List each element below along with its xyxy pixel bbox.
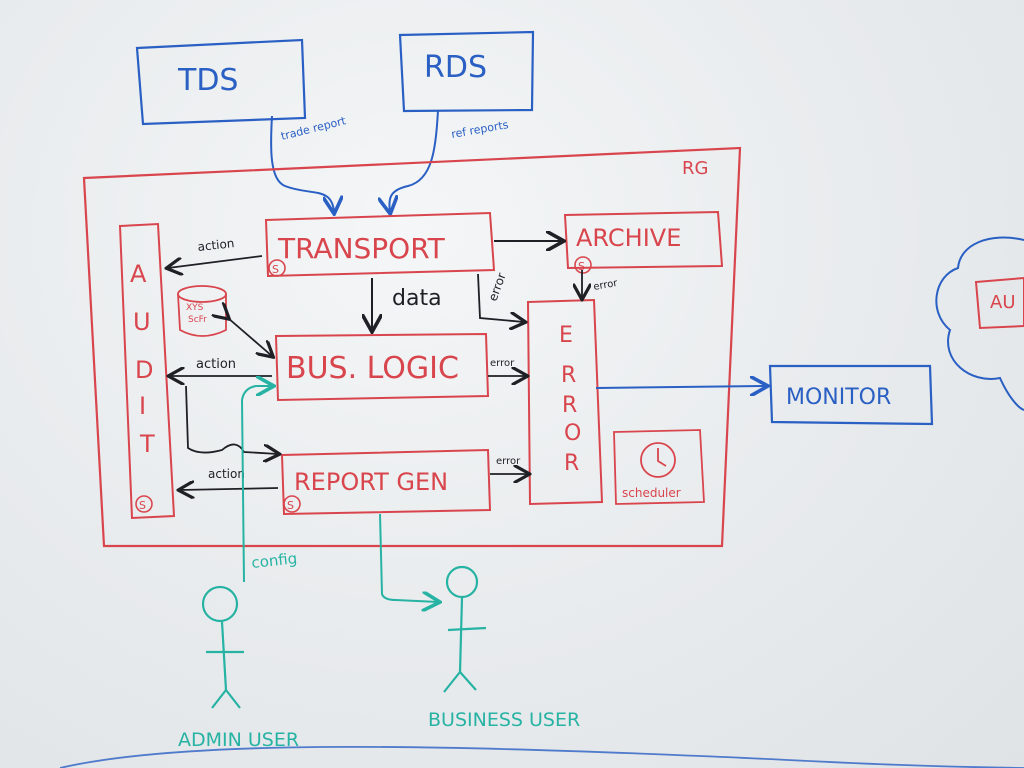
transport-to-audit-arrow	[168, 255, 263, 268]
transport-component: TRANSPORT S	[264, 211, 496, 278]
error-letter-2: R	[561, 363, 576, 388]
cloud-component-label: AU	[990, 292, 1016, 313]
audit-letter-2: U	[133, 308, 151, 336]
audit-letter-1: A	[130, 260, 147, 288]
transport-service-marker: S	[272, 263, 279, 276]
tds-node: TDS	[135, 38, 307, 126]
transport-error-label: error	[486, 271, 509, 303]
report-gen-service-marker: S	[287, 499, 294, 512]
database-label-line-2: ScFr	[188, 315, 207, 325]
archive-component: ARCHIVE S	[563, 210, 724, 274]
bottom-sketch-line	[59, 745, 1024, 768]
bus-logic-to-report-gen-arrow	[185, 385, 278, 454]
admin-user-label: ADMIN USER	[178, 729, 299, 751]
external-cloud: AU	[935, 236, 1024, 411]
bus-logic-error-label: error	[490, 358, 515, 369]
archive-service-marker: S	[578, 260, 585, 273]
rds-flow-label: ref reports	[450, 118, 509, 141]
business-user-figure	[443, 565, 487, 693]
error-letter-1: E	[559, 323, 573, 348]
admin-user-figure	[201, 585, 244, 709]
report-gen-label: REPORT GEN	[294, 468, 448, 496]
clock-icon	[640, 442, 676, 478]
audit-service-marker: S	[139, 499, 146, 512]
bus-logic-label: BUS. LOGIC	[286, 351, 459, 386]
tds-label: TDS	[177, 63, 238, 98]
transport-to-error-arrow	[477, 273, 524, 322]
audit-letter-3: D	[135, 356, 153, 384]
error-component: E R R O R	[526, 298, 604, 506]
admin-config-arrow	[240, 386, 272, 583]
monitor-label: MONITOR	[786, 385, 891, 410]
error-to-monitor-arrow	[595, 386, 766, 388]
monitor-node: MONITOR	[768, 364, 934, 426]
rds-node: RDS	[398, 30, 535, 113]
report-gen-error-label: error	[496, 456, 521, 467]
report-gen-action-label: action	[208, 467, 245, 481]
audit-letter-4: I	[139, 392, 146, 420]
rds-to-transport-arrow	[389, 109, 439, 212]
business-user-label: BUSINESS USER	[428, 709, 580, 731]
report-gen-to-audit-arrow	[180, 488, 279, 490]
system-corner-label: RG	[682, 158, 708, 179]
database-icon: XYS ScFr	[177, 285, 227, 337]
data-flow-label: data	[392, 286, 442, 311]
database-label-line-1: XYS	[186, 303, 204, 313]
system-boundary	[82, 146, 742, 548]
report-gen-component: REPORT GEN S	[280, 448, 492, 516]
report-gen-to-business-arrow	[379, 513, 438, 602]
bus-logic-action-label: action	[196, 357, 236, 372]
error-letter-3: R	[562, 393, 577, 418]
scheduler-label: scheduler	[622, 486, 681, 500]
database-bus-logic-arrow	[228, 318, 272, 356]
audit-letter-5: T	[139, 430, 155, 458]
archive-label: ARCHIVE	[576, 224, 681, 252]
rds-label: RDS	[424, 50, 487, 85]
config-flow-label: config	[251, 549, 299, 572]
archive-error-label: error	[593, 278, 620, 293]
error-letter-4: O	[564, 421, 581, 446]
scheduler-component: scheduler	[613, 429, 705, 505]
transport-action-label: action	[197, 236, 235, 254]
error-letter-5: R	[564, 451, 579, 476]
tds-to-transport-arrow	[270, 115, 334, 212]
bus-logic-component: BUS. LOGIC	[274, 332, 490, 402]
transport-label: TRANSPORT	[277, 232, 446, 265]
audit-component: A U D I T S	[118, 222, 176, 520]
